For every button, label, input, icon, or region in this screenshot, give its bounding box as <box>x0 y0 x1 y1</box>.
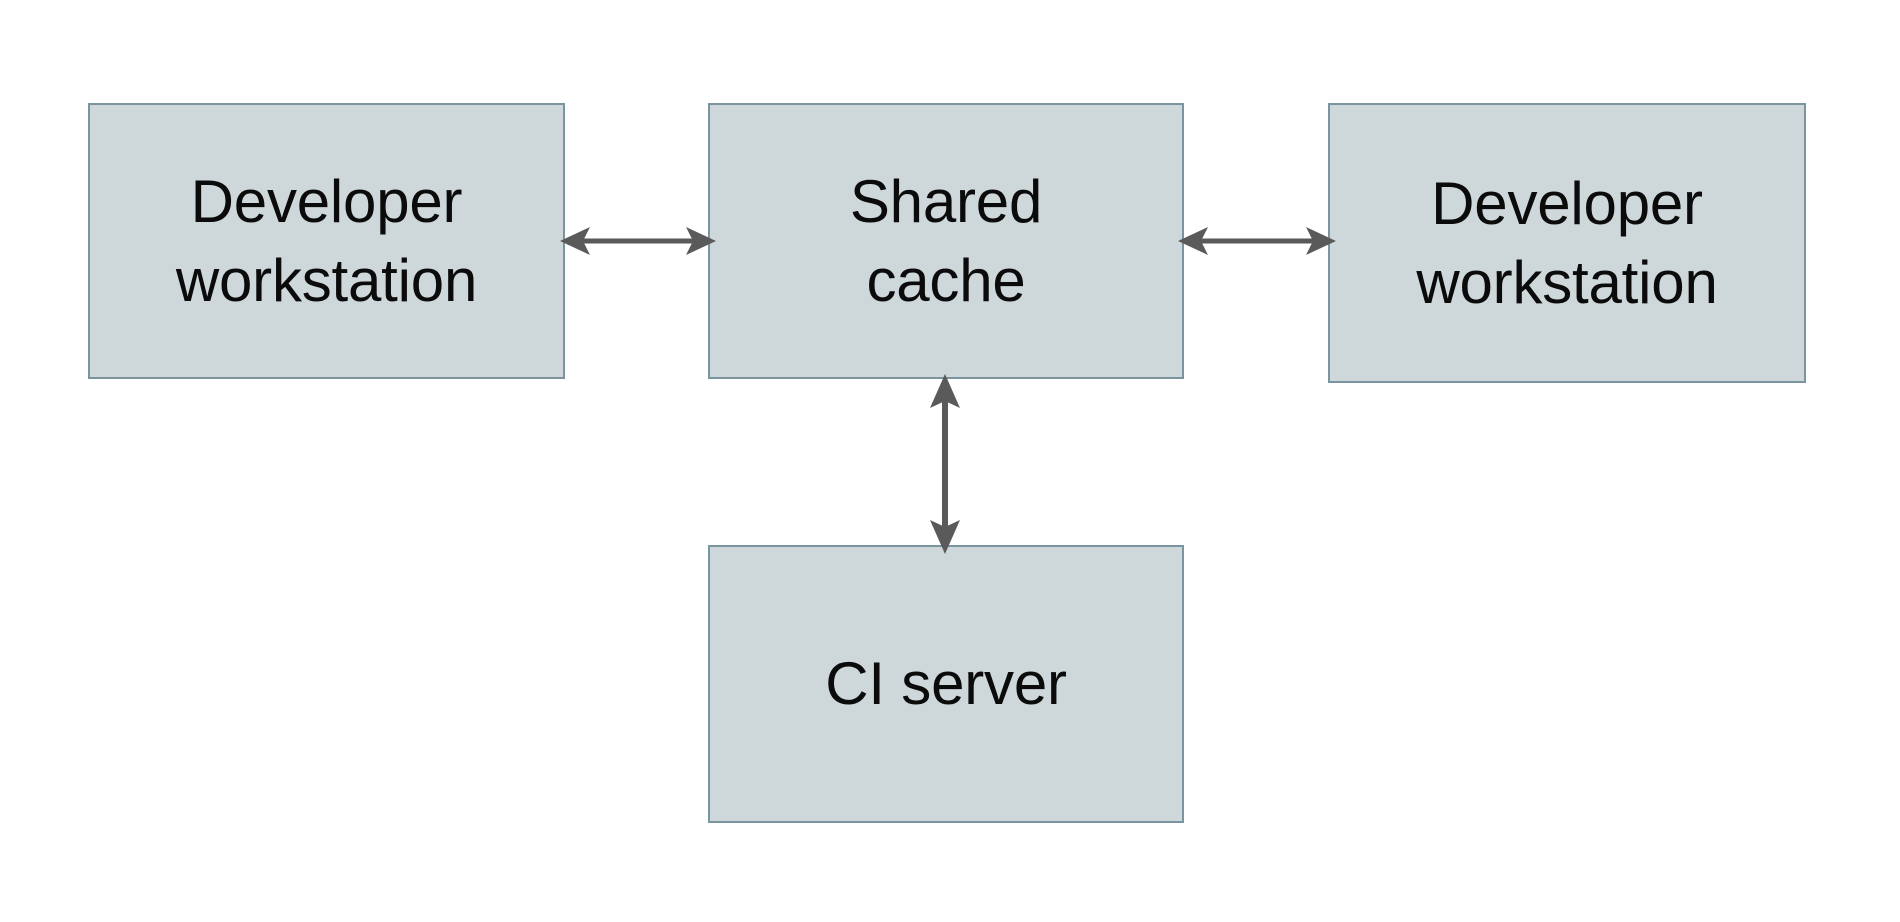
node-label: CI server <box>825 650 1067 718</box>
edge-shared-cache-to-developer-right[interactable] <box>1176 196 1338 286</box>
bidirectional-arrow-icon <box>1178 227 1336 255</box>
node-developer-workstation-right[interactable]: Developer workstation <box>1328 103 1806 383</box>
bidirectional-arrow-icon <box>930 374 960 554</box>
edge-developer-left-to-shared-cache[interactable] <box>558 196 718 286</box>
node-ci-server[interactable]: CI server <box>708 545 1184 823</box>
node-developer-workstation-left[interactable]: Developer workstation <box>88 103 565 379</box>
node-label: Developer workstation <box>175 167 478 314</box>
node-label: Developer workstation <box>1416 169 1718 316</box>
bidirectional-arrow-icon <box>560 227 716 255</box>
edge-shared-cache-to-ci-server[interactable] <box>900 372 990 556</box>
node-shared-cache[interactable]: Shared cache <box>708 103 1184 379</box>
node-label: Shared cache <box>849 167 1043 314</box>
